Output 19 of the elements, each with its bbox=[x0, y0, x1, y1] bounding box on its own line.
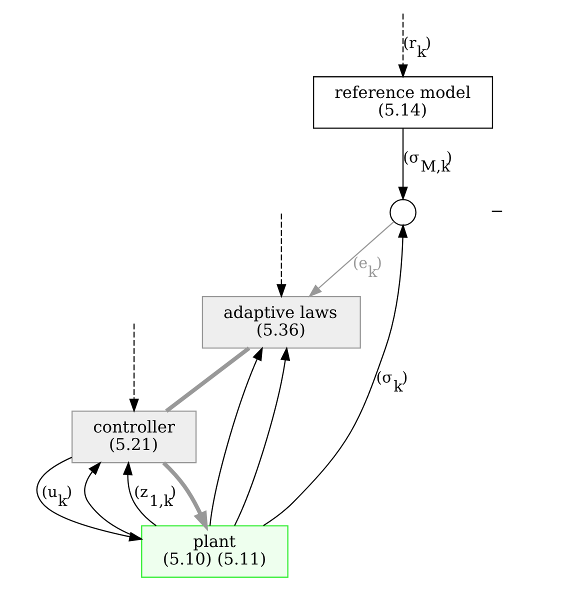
arrow bbox=[262, 224, 408, 526]
arrow bbox=[128, 324, 138, 413]
arrow bbox=[208, 346, 262, 526]
node-box: reference model (5.14) bbox=[312, 76, 493, 129]
arrow bbox=[36, 456, 143, 542]
node-box: controller (5.21) bbox=[71, 410, 196, 464]
arrow bbox=[276, 214, 286, 298]
arrow bbox=[234, 346, 290, 526]
label: − bbox=[490, 202, 504, 221]
arrow bbox=[398, 128, 408, 201]
arrow bbox=[162, 461, 208, 532]
connector bbox=[164, 346, 250, 413]
arrow bbox=[398, 14, 408, 78]
arrow bbox=[84, 461, 142, 540]
arrow bbox=[122, 461, 156, 526]
node-box: adaptive laws (5.36) bbox=[201, 296, 360, 349]
node-circle bbox=[389, 198, 416, 226]
arrow bbox=[308, 221, 394, 298]
node-box: plant (5.10) (5.11) bbox=[140, 525, 288, 578]
